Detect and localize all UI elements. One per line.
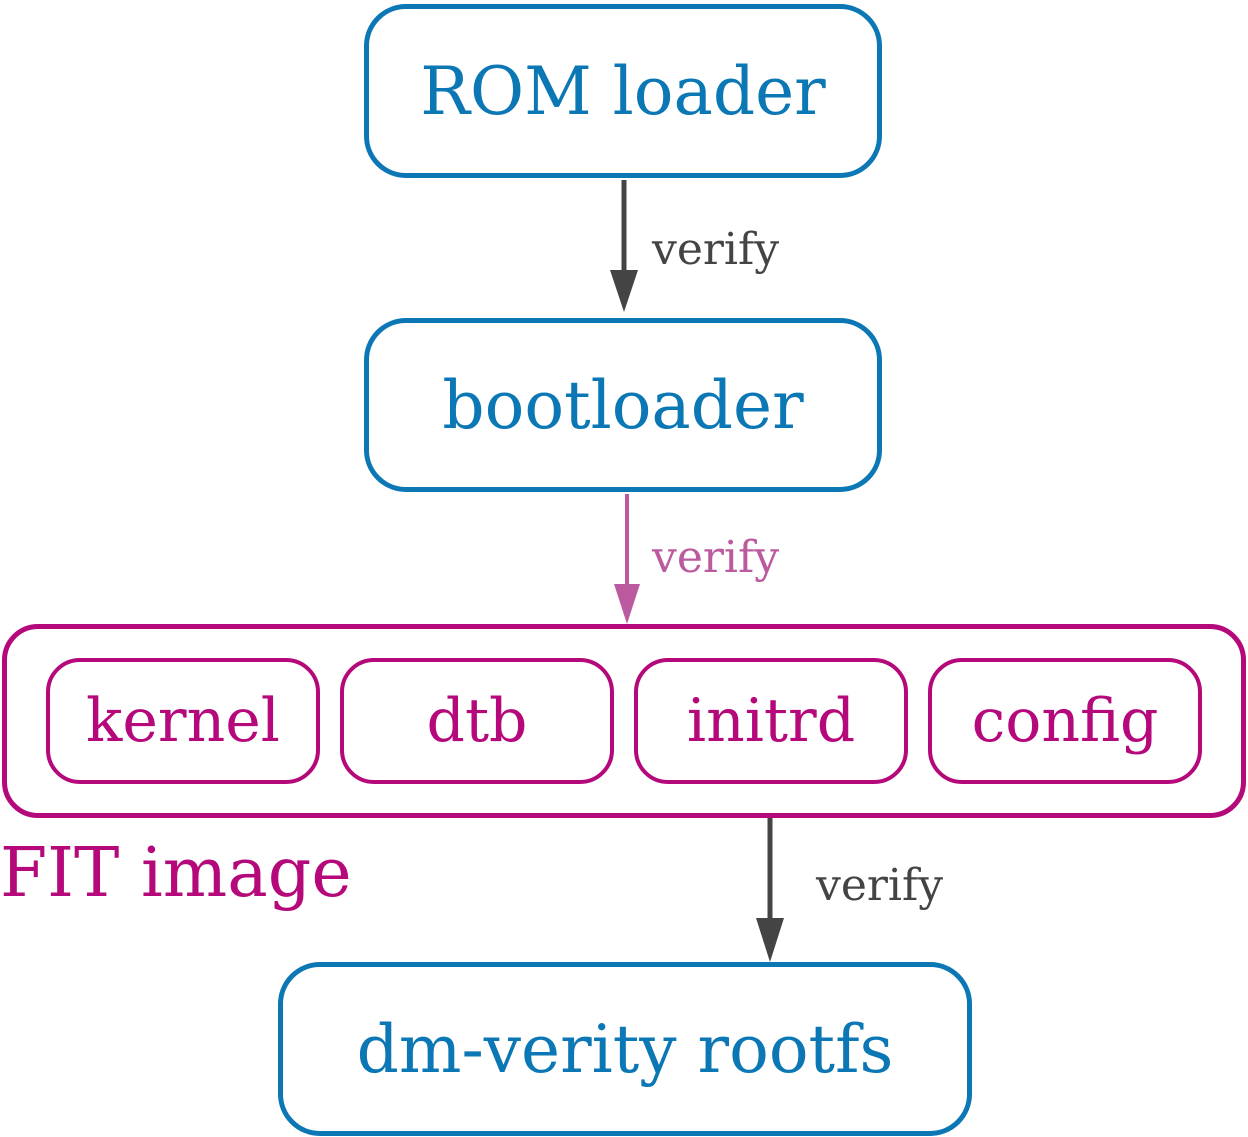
arrowhead-initrd-to-rootfs <box>756 918 784 962</box>
edge-label-verify-1: verify <box>652 224 780 275</box>
fit-item-initrd-label: initrd <box>686 686 856 756</box>
fit-item-dtb: dtb <box>340 658 614 784</box>
rom-loader-node: ROM loader <box>364 4 882 178</box>
edge-label-verify-3: verify <box>816 860 944 911</box>
fit-item-kernel-label: kernel <box>86 686 280 756</box>
bootloader-node: bootloader <box>364 318 882 492</box>
rootfs-node: dm-verity rootfs <box>278 962 972 1136</box>
edge-label-verify-2: verify <box>652 532 780 583</box>
fit-item-kernel: kernel <box>46 658 320 784</box>
rootfs-label: dm-verity rootfs <box>356 1010 894 1088</box>
fit-image-label: FIT image <box>0 834 352 913</box>
arrowhead-bootloader-to-fit <box>614 584 640 624</box>
rom-loader-label: ROM loader <box>420 52 826 130</box>
fit-item-config-label: config <box>971 686 1159 756</box>
fit-item-dtb-label: dtb <box>426 686 528 756</box>
bootloader-label: bootloader <box>442 366 804 444</box>
fit-item-config: config <box>928 658 1202 784</box>
fit-item-initrd: initrd <box>634 658 908 784</box>
arrowhead-rom-to-bootloader <box>610 270 638 312</box>
